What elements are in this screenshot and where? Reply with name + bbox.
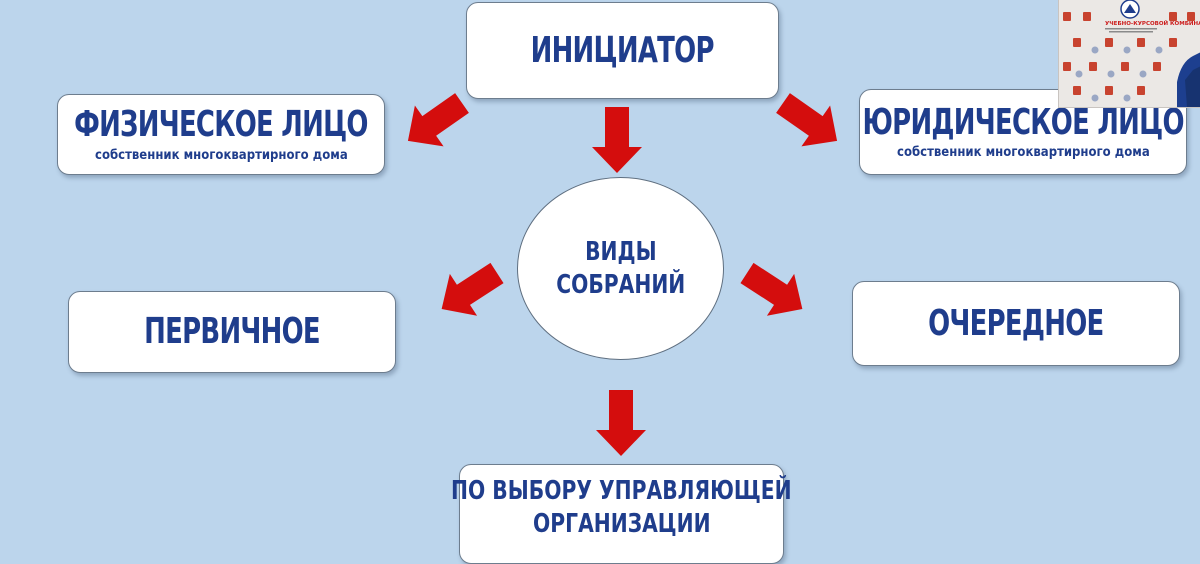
primary-meeting-box: ПЕРВИЧНОЕ: [68, 291, 396, 373]
arrow-to-primary: [428, 252, 511, 330]
by-choice-box: ПО ВЫБОРУ УПРАВЛЯЮЩЕЙ ОРГАНИЗАЦИИ: [451, 464, 792, 564]
primary-title: ПЕРВИЧНОЕ: [144, 311, 320, 353]
logo-icon: [1120, 0, 1140, 19]
webcam-backdrop: УЧЕБНО-КУРСОВОЙ КОМБИНАТ ЖКХ: [1059, 0, 1200, 107]
backdrop-emblems: [1063, 12, 1195, 95]
center-line-1: ВИДЫ: [584, 237, 657, 267]
regular-title: ОЧЕРЕДНОЕ: [928, 302, 1104, 344]
physical-person-title: ФИЗИЧЕСКОЕ ЛИЦО: [74, 104, 368, 146]
physical-person-box: ФИЗИЧЕСКОЕ ЛИЦО собственник многоквартир…: [57, 94, 385, 175]
webcam-overlay: УЧЕБНО-КУРСОВОЙ КОМБИНАТ ЖКХ: [1058, 0, 1200, 108]
logo-text: УЧЕБНО-КУРСОВОЙ КОМБИНАТ ЖКХ: [1105, 19, 1200, 27]
arrow-to-by-choice: [596, 390, 646, 456]
arrow-to-center: [592, 107, 642, 173]
arrow-to-regular: [733, 252, 816, 330]
backdrop-small-logos: [1075, 46, 1163, 102]
arrow-to-physical-person: [393, 82, 477, 162]
physical-person-subtitle: собственник многоквартирного дома: [94, 147, 348, 163]
arrow-to-legal-person: [768, 82, 852, 162]
legal-person-subtitle: собственник многоквартирного дома: [896, 145, 1150, 161]
regular-meeting-box: ОЧЕРЕДНОЕ: [852, 281, 1180, 366]
meeting-types-circle: ВИДЫ СОБРАНИЙ: [517, 177, 724, 360]
center-line-2: СОБРАНИЙ: [555, 269, 686, 300]
initiator-box: ИНИЦИАТОР: [466, 2, 779, 99]
by-choice-line-1: ПО ВЫБОРУ УПРАВЛЯЮЩЕЙ: [451, 476, 792, 506]
by-choice-line-2: ОРГАНИЗАЦИИ: [532, 508, 711, 539]
legal-person-title: ЮРИДИЧЕСКОЕ ЛИЦО: [862, 101, 1184, 143]
initiator-title: ИНИЦИАТОР: [530, 29, 715, 71]
